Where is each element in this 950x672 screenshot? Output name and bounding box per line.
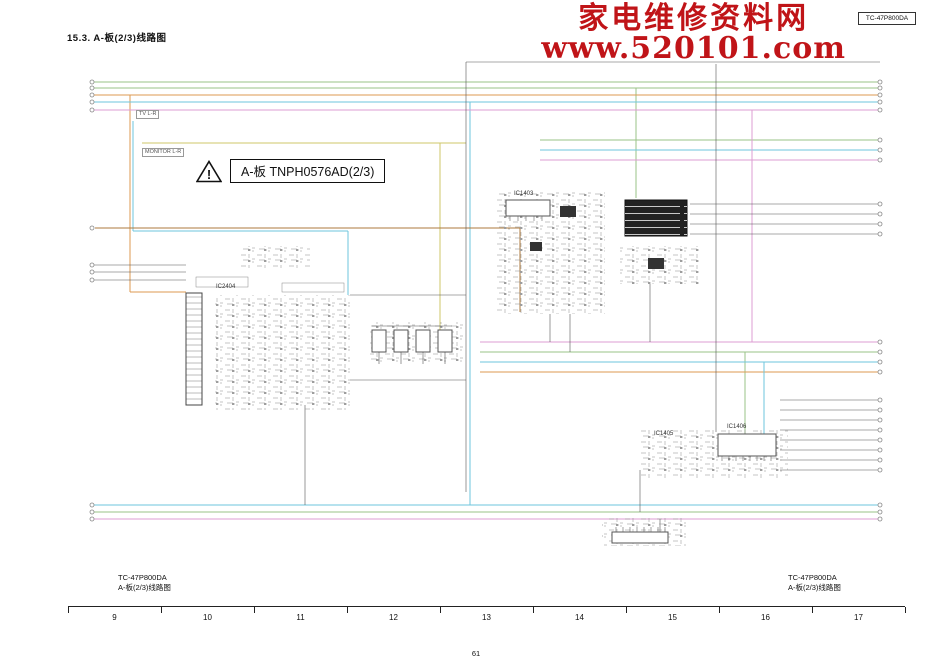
ic-blocks	[185, 199, 777, 544]
board-warning-label: ! A-板 TNPH0576AD(2/3)	[196, 159, 386, 183]
ruler-tick	[440, 607, 441, 613]
footer-left: TC-47P800DA A-板(2/3)线路图	[118, 573, 171, 593]
ruler-number: 13	[482, 613, 491, 622]
ruler-tick	[905, 607, 906, 613]
ic1406-block	[717, 433, 777, 457]
footer-right: TC-47P800DA A-板(2/3)线路图	[788, 573, 841, 593]
small-component	[415, 329, 431, 353]
label-monitor-lr: MONITOR L-R	[142, 148, 185, 157]
model-tag-box: TC-47P800DA	[858, 12, 916, 25]
ruler-tick	[161, 607, 162, 613]
wire-group	[92, 61, 880, 532]
small-component	[437, 329, 453, 353]
ruler-number: 11	[296, 613, 305, 622]
ruler-number: 15	[668, 613, 677, 622]
ruler: 9 10 11 12 13 14 15 16 17	[68, 606, 906, 629]
ruler-tick	[68, 607, 69, 613]
label-box	[281, 282, 345, 293]
section-title: 15.3. A-板(2/3)线路图	[67, 33, 167, 44]
ruler-tick	[719, 607, 720, 613]
footer-right-model: TC-47P800DA	[788, 573, 837, 582]
ruler-number: 9	[112, 613, 117, 622]
bottom-connector-block	[611, 531, 669, 544]
ruler-number: 14	[575, 613, 584, 622]
ic-label-ic1406: IC1406	[727, 424, 747, 430]
ic-label-ic1403: IC1403	[514, 191, 534, 197]
ruler-number: 12	[389, 613, 398, 622]
small-component	[393, 329, 409, 353]
footer-left-title: A-板(2/3)线路图	[118, 583, 171, 592]
ruler-number: 10	[203, 613, 212, 622]
ruler-number: 17	[854, 613, 863, 622]
ruler-tick	[533, 607, 534, 613]
component-clusters	[215, 192, 788, 546]
ruler-tick	[347, 607, 348, 613]
ic1403-block	[505, 199, 551, 217]
label-tv-lr: TV L-R	[136, 110, 160, 119]
page-number: 61	[471, 649, 481, 658]
watermark-site-name: 家电维修资料网	[578, 1, 810, 36]
connector-strip-ic2404	[185, 292, 203, 406]
small-component	[371, 329, 387, 353]
warning-triangle-icon: !	[196, 159, 222, 182]
footer-left-model: TC-47P800DA	[118, 573, 167, 582]
label-box	[195, 276, 249, 288]
ic-label-ic1405: IC1405	[654, 431, 674, 437]
ruler-number: 16	[761, 613, 770, 622]
ic-label-ic2404: IC2404	[216, 284, 236, 290]
warning-icon-glyph: !	[207, 167, 211, 182]
ruler-tick	[626, 607, 627, 613]
board-name-text: A-板 TNPH0576AD(2/3)	[230, 159, 386, 183]
watermark-url: www.520101.com	[541, 31, 846, 66]
footer-right-title: A-板(2/3)线路图	[788, 583, 841, 592]
ruler-tick	[812, 607, 813, 613]
ruler-tick	[254, 607, 255, 613]
connector-dots	[89, 79, 883, 522]
watermark: 家电维修资料网 www.520101.com	[541, 2, 846, 64]
